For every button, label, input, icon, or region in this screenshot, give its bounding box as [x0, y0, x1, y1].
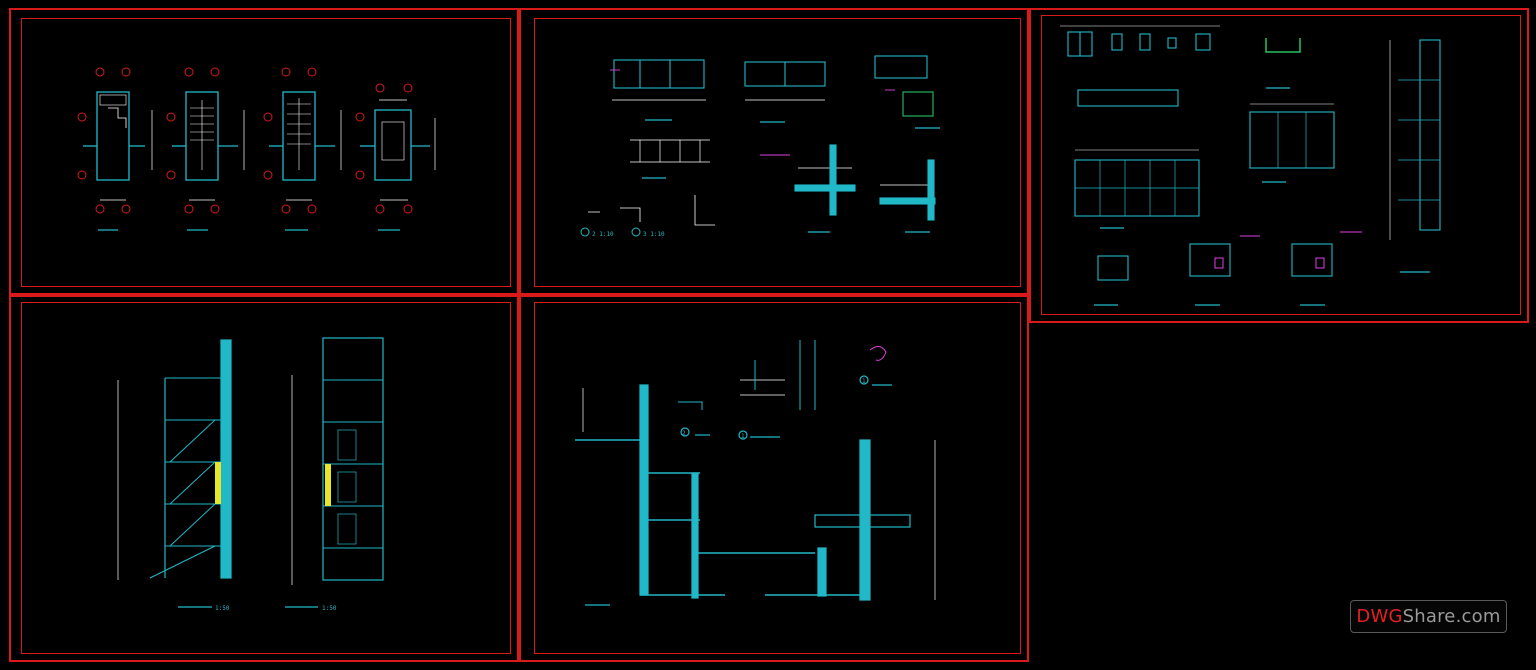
callout-1a: 1	[741, 433, 745, 440]
section-scale-a: 1:50	[215, 605, 230, 612]
callout-1b: 1	[862, 378, 866, 385]
sheet1-stair-plans	[77, 67, 436, 231]
sheet4-stair-sections	[117, 337, 384, 608]
section-scale-b: 1:50	[322, 605, 337, 612]
stair-plan-2	[172, 91, 238, 181]
sheet-frame-2	[519, 8, 1029, 295]
sheet-frame-1	[9, 8, 519, 295]
detail-label-2: 2 1:10	[592, 231, 614, 238]
sheet-frame-3	[1029, 8, 1529, 323]
sheet-frame-5	[519, 295, 1029, 662]
watermark-brand-rest: Share.com	[1402, 606, 1501, 627]
stair-plan-1	[83, 91, 145, 181]
watermark-brand-red: DWG	[1356, 606, 1403, 627]
callout-2: 2	[682, 430, 686, 437]
dwgshare-watermark-logo: DWGShare.com	[1350, 600, 1507, 633]
sheet-frame-4	[9, 295, 519, 662]
stair-plan-3	[269, 91, 335, 181]
sheet3-windows-section	[1060, 25, 1441, 306]
sheet5-wall-sections	[575, 340, 936, 606]
sheet2-details	[580, 55, 940, 237]
detail-label-3: 3 1:10	[643, 231, 665, 238]
stair-plan-4	[360, 99, 430, 181]
